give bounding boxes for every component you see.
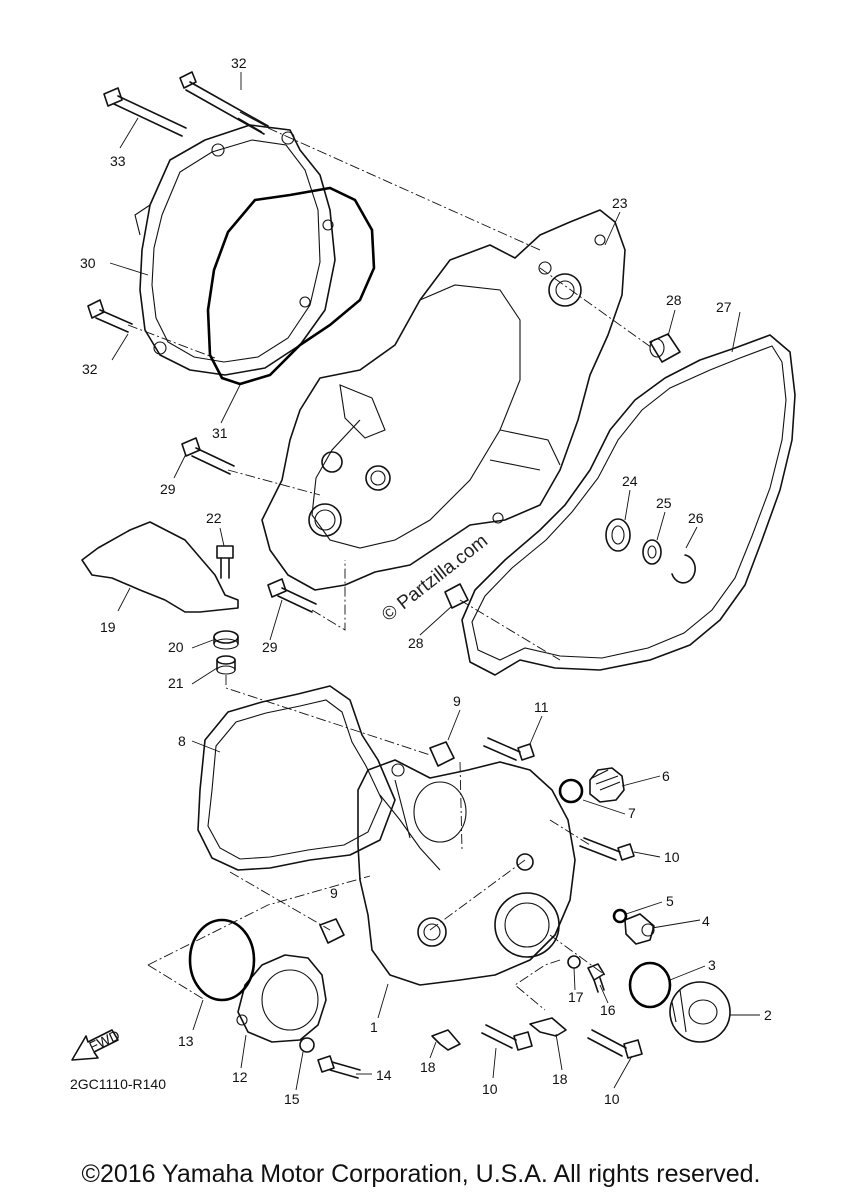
callout-26: 26 [688,510,704,526]
fwd-label: FWD [87,1027,123,1055]
callout-9-lower: 9 [330,885,338,901]
part-33-bolt[interactable] [103,87,187,137]
callout-18-left: 18 [420,1059,436,1075]
callout-19: 19 [100,619,116,635]
part-8-gasket[interactable] [197,685,396,871]
diagram-code: 2GC1110-R140 [70,1076,166,1092]
callout-28-top: 28 [666,292,682,308]
part-6-oil-filler-cap[interactable] [589,767,625,803]
part-15-washer[interactable] [299,1037,315,1053]
part-20-grommet[interactable] [213,630,239,650]
part-2-plug[interactable] [669,981,731,1043]
part-29-bolt-lower[interactable] [267,578,317,613]
callout-22: 22 [206,510,222,526]
part-18-clamp-right[interactable] [529,1017,567,1037]
callout-1: 1 [370,1019,378,1035]
part-25-washer[interactable] [642,539,662,565]
part-1-crankcase-cover[interactable] [357,759,576,986]
callout-30: 30 [80,255,96,271]
callout-33: 33 [110,153,126,169]
part-24-bearing[interactable] [605,518,631,552]
part-5-o-ring[interactable] [612,908,628,924]
part-17-washer[interactable] [567,955,581,969]
part-22-bolt[interactable] [216,545,234,579]
callout-10-center: 10 [482,1081,498,1097]
part-32-bolt-top[interactable] [179,71,269,135]
part-3-o-ring[interactable] [628,961,672,1009]
part-23-crankcase[interactable] [261,209,626,591]
part-32-bolt-left[interactable] [87,299,133,333]
leader-lines [109,72,760,1091]
part-28-dowel-bottom[interactable] [444,583,469,609]
part-9-dowel-lower[interactable] [319,918,345,944]
callout-21: 21 [168,675,184,691]
callout-18-right: 18 [552,1071,568,1087]
part-28-dowel-top[interactable] [649,333,681,363]
part-10-bolt-center[interactable] [481,1024,533,1051]
part-19-bracket[interactable] [81,521,239,613]
part-13-o-ring[interactable] [188,918,256,1002]
callout-31: 31 [212,425,228,441]
callout-17: 17 [568,989,584,1005]
copyright-text: ©2016 Yamaha Motor Corporation, U.S.A. A… [81,1160,761,1188]
callout-5: 5 [666,893,674,909]
part-21-collar[interactable] [216,655,236,675]
callout-29-lower: 29 [262,639,278,655]
callout-4: 4 [702,913,710,929]
part-27-gasket[interactable] [461,334,796,676]
callout-24: 24 [622,473,638,489]
fwd-arrow-icon: FWD [71,1027,123,1061]
callout-labels: 32 33 30 32 31 23 28 27 24 25 26 29 22 1… [80,55,772,1107]
callout-7: 7 [628,805,636,821]
part-16-bolt[interactable] [587,963,605,993]
callout-13: 13 [178,1033,194,1049]
callout-23: 23 [612,195,628,211]
part-9-dowel-upper[interactable] [429,741,455,767]
part-14-bolt[interactable] [317,1055,361,1079]
callout-28-bottom: 28 [408,635,424,651]
watermark-text: © Partzilla.com [378,531,492,626]
part-10-bolt-right[interactable] [579,837,635,861]
callout-11: 11 [534,699,549,715]
part-29-bolt-upper[interactable] [181,437,235,475]
callout-2: 2 [764,1007,772,1023]
callout-3: 3 [708,957,716,973]
callout-16: 16 [600,1002,616,1018]
part-7-o-ring[interactable] [558,778,584,804]
callout-8: 8 [178,733,186,749]
callout-14: 14 [376,1067,392,1083]
part-4-plug[interactable] [624,913,655,945]
callout-32-top: 32 [231,55,247,71]
part-31-gasket[interactable] [206,186,376,386]
callout-27: 27 [716,299,732,315]
callout-25: 25 [656,495,672,511]
callout-9-upper: 9 [453,693,461,709]
callout-29-upper: 29 [160,481,176,497]
relation-lines [127,127,656,1011]
part-11-bolt[interactable] [483,737,535,761]
part-12-cover[interactable] [236,954,327,1043]
part-10-bolt-lower[interactable] [587,1029,643,1059]
callout-20: 20 [168,639,184,655]
callout-12: 12 [232,1069,248,1085]
part-30-outer-cover[interactable] [134,124,336,376]
callout-15: 15 [284,1091,300,1107]
part-26-circlip[interactable] [671,554,696,584]
callout-32-left: 32 [82,361,98,377]
callout-10-right: 10 [664,849,680,865]
callout-6: 6 [662,768,670,784]
callout-10-lower: 10 [604,1091,620,1107]
part-18-clamp-left[interactable] [431,1029,461,1051]
